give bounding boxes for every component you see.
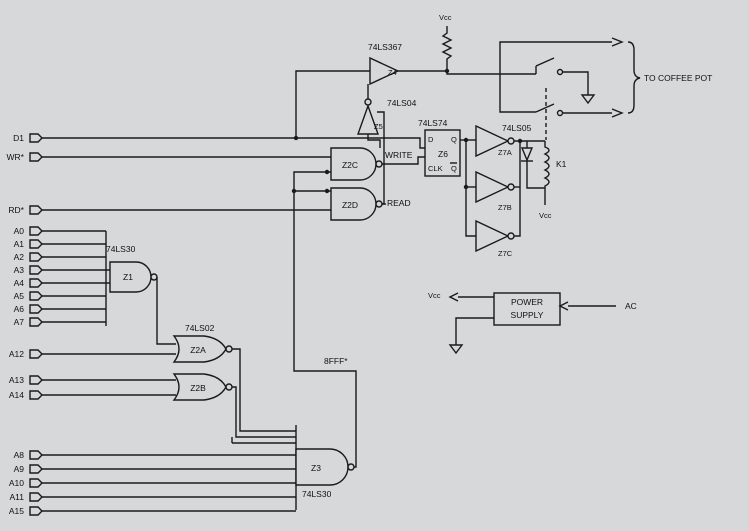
label-a12: A12 xyxy=(9,349,24,359)
relay-switch-1 xyxy=(535,57,555,67)
gate-z3 xyxy=(295,448,355,486)
z7c-ref: Z7C xyxy=(498,249,513,258)
label-a11: A11 xyxy=(10,492,25,502)
wire-read-z5 xyxy=(377,111,385,205)
label-a15: A15 xyxy=(9,506,24,516)
ps-line1: POWER xyxy=(511,297,543,307)
wire-z2a-z3 xyxy=(232,348,296,432)
gate-z2d xyxy=(330,187,383,221)
z2c-ref: Z2C xyxy=(342,160,358,170)
gate-z2b xyxy=(172,373,233,401)
flipflop-z6 xyxy=(424,129,461,177)
gate-z2c xyxy=(330,147,383,181)
z2d-ref: Z2D xyxy=(342,200,358,210)
gate-z2a xyxy=(172,335,233,363)
z7b-ref: Z7B xyxy=(498,203,512,212)
gate-z1 xyxy=(109,261,158,293)
wire-z7-bus xyxy=(514,140,521,237)
vcc-top: Vcc xyxy=(439,13,452,22)
z6-pin-clk: CLK xyxy=(428,164,443,173)
z7a-type: 74LS05 xyxy=(502,123,532,133)
gate-z7b xyxy=(475,170,515,204)
ground-relay xyxy=(580,94,596,105)
label-a7: A7 xyxy=(14,317,25,327)
ground-ps xyxy=(448,344,464,355)
z6-ref: Z6 xyxy=(438,149,448,159)
label-a0: A0 xyxy=(14,226,25,236)
relay-switch-2 xyxy=(535,103,555,113)
wire-relay-top xyxy=(499,41,620,74)
z5-ref: Z5 xyxy=(374,122,383,131)
z6-pin-d: D xyxy=(428,135,434,144)
relay-coil-k1 xyxy=(543,141,550,205)
wire-write xyxy=(382,156,425,165)
z6-pin-q: Q xyxy=(451,135,457,144)
z2a-ref: Z2A xyxy=(190,345,206,355)
label-a2: A2 xyxy=(14,252,25,262)
z6-pin-qbar: Q xyxy=(451,164,457,173)
label-a8: A8 xyxy=(14,450,25,460)
wires-low-address xyxy=(42,230,110,326)
wire-z2b-z3 xyxy=(232,386,296,438)
label-wr: WR* xyxy=(7,152,25,162)
label-a6: A6 xyxy=(14,304,25,314)
gate-z7c xyxy=(475,219,515,253)
z7a-ref: Z7A xyxy=(498,148,512,157)
label-a13: A13 xyxy=(9,375,24,385)
flyback-diode xyxy=(520,147,534,162)
z4-type: 74LS367 xyxy=(368,42,402,52)
pullup-resistor xyxy=(441,26,453,71)
z2a-type: 74LS02 xyxy=(185,323,215,333)
label-a14: A14 xyxy=(9,390,24,400)
net-write: WRITE xyxy=(385,150,413,160)
label-rd: RD* xyxy=(8,205,24,215)
wire-8fff xyxy=(293,171,357,468)
ps-line2: SUPPLY xyxy=(511,310,544,320)
z3-ref: Z3 xyxy=(311,463,321,473)
k1-ref: K1 xyxy=(556,159,567,169)
net-read: READ xyxy=(387,198,411,208)
output-brace xyxy=(627,41,641,114)
wire-z1-z2a xyxy=(156,277,176,345)
wires-high-address xyxy=(42,454,296,512)
z6-type: 74LS74 xyxy=(418,118,448,128)
wire-ps-ground xyxy=(455,317,494,345)
z2b-ref: Z2B xyxy=(190,383,206,393)
wire-d1-z4 xyxy=(295,70,370,138)
ps-vcc: Vcc xyxy=(428,291,441,300)
label-a9: A9 xyxy=(14,464,25,474)
net-8fff: 8FFF* xyxy=(324,356,348,366)
label-a1: A1 xyxy=(14,239,25,249)
gate-z4 xyxy=(369,56,400,86)
input-connectors xyxy=(29,133,43,516)
label-a3: A3 xyxy=(14,265,25,275)
label-a4: A4 xyxy=(14,278,25,288)
label-a10: A10 xyxy=(9,478,24,488)
label-d1: D1 xyxy=(13,133,24,143)
wire-d1 xyxy=(42,137,425,149)
z1-type: 74LS30 xyxy=(106,244,136,254)
wire-q-z7 xyxy=(465,140,476,237)
output-label: TO COFFEE POT xyxy=(644,73,712,83)
gate-z7a xyxy=(475,124,515,158)
z5-type: 74LS04 xyxy=(387,98,417,108)
z3-type: 74LS30 xyxy=(302,489,332,499)
label-a5: A5 xyxy=(14,291,25,301)
power-supply-box xyxy=(493,292,561,326)
z1-ref: Z1 xyxy=(123,272,133,282)
vcc-k1: Vcc xyxy=(539,211,552,220)
z4-ref: Z4 xyxy=(388,68,397,77)
ps-ac: AC xyxy=(625,301,637,311)
